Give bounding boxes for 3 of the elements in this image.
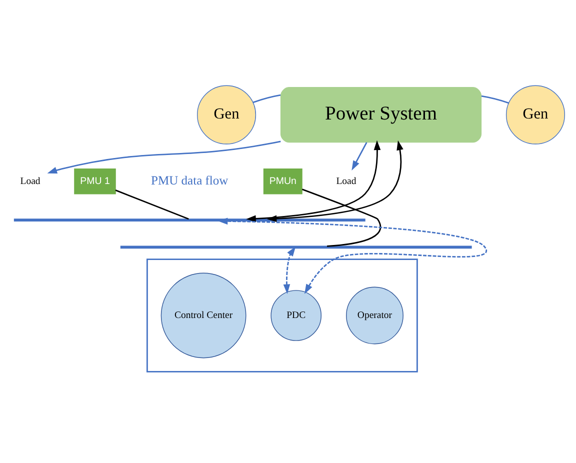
label: PMU data flow bbox=[151, 173, 228, 188]
node-text: Load bbox=[336, 176, 356, 187]
node-text: Load bbox=[20, 176, 40, 187]
